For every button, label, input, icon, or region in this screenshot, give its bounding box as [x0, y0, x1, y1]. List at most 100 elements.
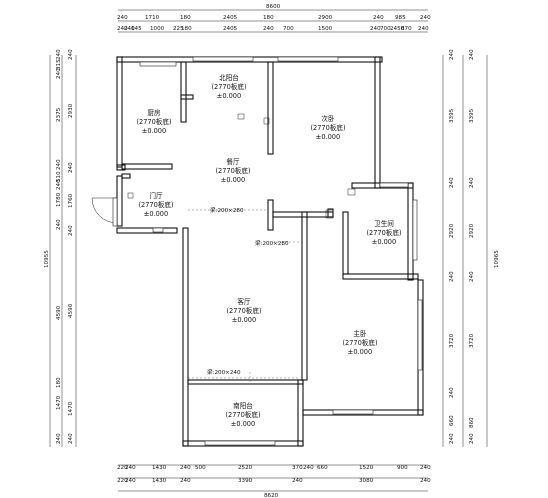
dim-left-segment: 1780 — [56, 192, 62, 207]
dim-right-subsegment: 2920 — [469, 223, 475, 238]
columns — [127, 113, 356, 219]
dim-left-segment: 240 — [56, 49, 62, 60]
dim-left-total: 10955 — [44, 250, 50, 268]
dim-bottom-segment: 370 — [292, 465, 303, 471]
dim-left-segment: 240 — [56, 179, 62, 190]
dim-left-segment: 240 — [56, 219, 62, 230]
dim-left-segment: 1470 — [56, 395, 62, 410]
dim-left-subsegment: 1760 — [68, 193, 74, 208]
dim-bottom-subsegment: 220 — [117, 478, 128, 484]
svg-text:±0.000: ±0.000 — [217, 92, 241, 100]
right-dimensions — [442, 55, 488, 447]
svg-text:主卧: 主卧 — [353, 329, 367, 338]
svg-text:(2770板底): (2770板底) — [215, 166, 250, 175]
dim-top-subsegment: 240 — [117, 26, 128, 32]
dim-bottom-segment: 900 — [397, 465, 408, 471]
dim-top-subsegment: 1500 — [318, 26, 333, 32]
dim-top-segment: 180 — [263, 15, 274, 21]
windows — [139, 56, 423, 446]
svg-text:±0.000: ±0.000 — [221, 176, 245, 184]
dim-right-subsegment: 860 — [469, 417, 475, 428]
dim-top-subsegment: 700 — [283, 26, 294, 32]
dim-top-subsegment: 2405 — [223, 26, 238, 32]
dim-top-subsegment: 145 — [131, 26, 142, 32]
dim-right-subsegment: 240 — [469, 177, 475, 188]
dim-right-subsegment: 240 — [469, 49, 475, 60]
dim-top-segment: 2900 — [318, 15, 333, 21]
room-bathroom: 卫生间 (2770板底) ±0.000 — [366, 219, 401, 246]
dim-left-segment: 240 — [56, 433, 62, 444]
dim-top-subsegment: 240 — [263, 26, 274, 32]
beam-label-living: 梁:200×240 — [207, 368, 241, 376]
svg-text:(2770板底): (2770板底) — [342, 338, 377, 347]
beam-label-dining: 梁:200×280 — [210, 206, 244, 214]
dim-bottom-segment: 220 — [117, 465, 128, 471]
dim-bottom-subsegment: 1430 — [152, 478, 167, 484]
dim-top-subsegment: 2450 — [390, 26, 405, 32]
dim-bottom-segment: 2520 — [238, 465, 253, 471]
walls — [116, 56, 424, 447]
dim-right-segment: 3395 — [449, 108, 455, 123]
dim-right-segment: 240 — [449, 177, 455, 188]
dim-left-subsegment: 240 — [68, 162, 74, 173]
dim-bottom-segment: 240 — [420, 465, 431, 471]
dim-bottom-total: 8620 — [264, 493, 279, 498]
room-south-balcony: 南阳台 (2770板底) ±0.000 — [225, 401, 260, 428]
dim-left-segment: 4590 — [56, 305, 62, 320]
dim-right-segment: 240 — [449, 387, 455, 398]
left-dimensions — [49, 55, 77, 447]
svg-text:(2770板底): (2770板底) — [138, 200, 173, 209]
svg-text:±0.000: ±0.000 — [144, 210, 168, 218]
svg-text:±0.000: ±0.000 — [231, 420, 255, 428]
room-master-bedroom: 主卧 (2770板底) ±0.000 — [342, 329, 377, 356]
dim-top-subsegment: 180 — [181, 26, 192, 32]
dim-bottom-subsegment: 240 — [180, 478, 191, 484]
dim-bottom-subsegment: 240 — [125, 478, 136, 484]
dim-left-subsegment: 4590 — [68, 303, 74, 318]
dim-left-segment: 510 — [56, 171, 62, 182]
dim-right-segment: 240 — [449, 433, 455, 444]
dim-right-subsegment: 240 — [469, 433, 475, 444]
dim-right-segment: 3720 — [449, 333, 455, 348]
dim-left-subsegment: 1470 — [68, 401, 74, 416]
dim-left-subsegment: 2930 — [68, 103, 74, 118]
dim-left-segment: 240 — [56, 159, 62, 170]
dim-bottom-subsegment: 3390 — [238, 478, 253, 484]
dim-right-segment: 240 — [449, 49, 455, 60]
dim-top-subsegment: 1000 — [150, 26, 165, 32]
dim-bottom-subsegment: 3080 — [359, 478, 374, 484]
dim-bottom-subsegment: 240 — [292, 478, 303, 484]
dim-left-segment: 2375 — [56, 107, 62, 122]
room-foyer: 门厅 (2770板底) ±0.000 — [138, 191, 173, 218]
dim-top-subsegment: 240 — [370, 26, 381, 32]
dim-right-segment: 2920 — [449, 223, 455, 238]
svg-text:±0.000: ±0.000 — [232, 316, 256, 324]
dim-bottom-segment: 1430 — [152, 465, 167, 471]
dim-left-segment: 180 — [56, 377, 62, 388]
dim-top-subsegment: 700 — [380, 26, 391, 32]
svg-text:卫生间: 卫生间 — [374, 219, 394, 228]
room-kitchen: 厨房 (2770板底) ±0.000 — [136, 108, 171, 135]
dim-bottom-segment: 500 — [195, 465, 206, 471]
dim-right-subsegment: 240 — [469, 271, 475, 282]
svg-text:(2770板底): (2770板底) — [366, 228, 401, 237]
room-living: 客厅 (2770板底) ±0.000 — [226, 297, 261, 324]
dim-right-total: 10965 — [494, 250, 500, 268]
dim-left-subsegment: 240 — [68, 225, 74, 236]
svg-text:门厅: 门厅 — [149, 191, 163, 200]
svg-text:(2770板底): (2770板底) — [136, 117, 171, 126]
dim-bottom-segment: 660 — [317, 465, 328, 471]
dim-left-subsegment: 240 — [68, 49, 74, 60]
svg-text:南阳台: 南阳台 — [233, 401, 253, 410]
dim-bottom-segment: 240 — [125, 465, 136, 471]
room-dining: 餐厅 (2770板底) ±0.000 — [215, 157, 250, 184]
svg-text:(2770板底): (2770板底) — [310, 123, 345, 132]
svg-text:餐厅: 餐厅 — [226, 157, 240, 166]
svg-text:(2770板底): (2770板底) — [225, 410, 260, 419]
dim-top-total: 8600 — [266, 4, 281, 10]
dim-top-segment: 985 — [395, 15, 406, 21]
dim-top-subsegment: 870 — [401, 26, 412, 32]
dim-right-subsegment: 3720 — [469, 333, 475, 348]
dim-top-segment: 1710 — [145, 15, 160, 21]
